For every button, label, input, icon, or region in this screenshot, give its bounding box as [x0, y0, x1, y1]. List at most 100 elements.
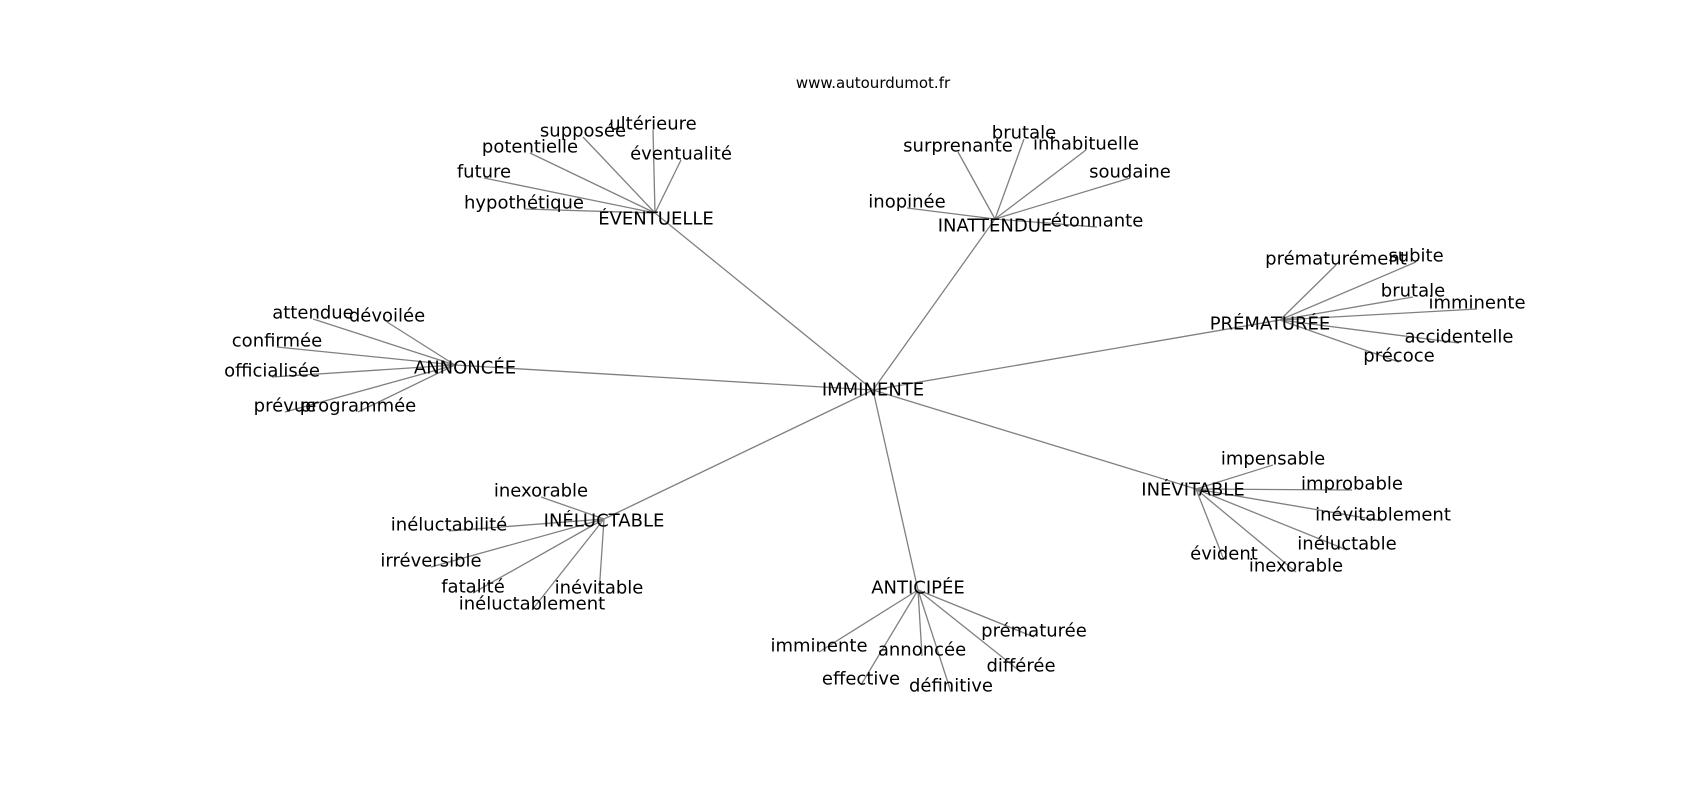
leaf-node[interactable]: imminente: [1428, 293, 1525, 314]
edge-cluster-leaf: [906, 207, 996, 220]
edge-cluster-leaf: [529, 152, 656, 214]
leaf-node[interactable]: accidentelle: [1405, 327, 1514, 348]
edge-cluster-leaf: [472, 518, 605, 594]
leaf-node[interactable]: inévitablement: [1315, 505, 1451, 526]
edge-cluster-leaf: [917, 589, 952, 693]
edge-cluster-leaf: [1195, 464, 1274, 490]
edge-cluster-leaf: [994, 149, 1087, 220]
leaf-node[interactable]: surprenante: [903, 136, 1013, 157]
edge-cluster-leaf: [540, 496, 605, 520]
leaf-node[interactable]: éventualité: [630, 144, 732, 165]
edge-cluster-leaf: [284, 364, 456, 413]
edge-cluster-leaf: [1195, 488, 1353, 491]
site-url[interactable]: www.autourdumot.fr: [796, 74, 951, 92]
leaf-node[interactable]: attendue: [272, 303, 354, 324]
graph-labels: www.autourdumot.fr IMMINENTE ÉVENTUELLE ul…: [224, 74, 1525, 697]
leaf-node[interactable]: subite: [1388, 246, 1443, 267]
edge-root-cluster: [603, 389, 874, 520]
edge-cluster-leaf: [483, 177, 656, 214]
leaf-node[interactable]: imminente: [770, 636, 867, 657]
leaf-node[interactable]: inopinée: [868, 192, 945, 213]
leaf-node[interactable]: inévitable: [555, 578, 644, 599]
cluster-node[interactable]: ANNONCÉE: [414, 357, 516, 379]
leaf-node[interactable]: effective: [822, 669, 900, 690]
edge-cluster-leaf: [1195, 488, 1225, 561]
leaf-node[interactable]: ultérieure: [609, 114, 697, 135]
edge-root-cluster: [872, 389, 919, 591]
edge-cluster-leaf: [523, 208, 656, 214]
edge-cluster-leaf: [276, 346, 456, 366]
leaf-node[interactable]: prématurément: [1265, 249, 1407, 270]
edge-cluster-leaf: [598, 518, 605, 595]
leaf-node[interactable]: inexorable: [1249, 556, 1343, 577]
leaf-node[interactable]: inhabituelle: [1033, 134, 1139, 155]
leaf-node[interactable]: inexorable: [494, 481, 588, 502]
edge-cluster-leaf: [582, 136, 656, 214]
edge-cluster-leaf: [1279, 296, 1414, 321]
leaf-node[interactable]: irréversible: [380, 551, 481, 572]
edge-cluster-leaf: [357, 364, 456, 413]
edge-cluster-leaf: [1195, 488, 1297, 573]
leaf-node[interactable]: hypothétique: [464, 193, 584, 214]
cluster-node[interactable]: INÉVITABLE: [1141, 479, 1244, 501]
leaf-node[interactable]: improbable: [1301, 474, 1403, 495]
leaf-node[interactable]: future: [457, 162, 511, 183]
edge-cluster-leaf: [994, 218, 1098, 228]
edge-root-cluster: [872, 389, 1197, 490]
edge-cluster-leaf: [1195, 488, 1348, 551]
edge-root-cluster: [872, 319, 1281, 391]
leaf-node[interactable]: étonnante: [1051, 211, 1144, 232]
leaf-node[interactable]: prévue: [254, 396, 317, 417]
edge-cluster-leaf: [994, 138, 1025, 220]
edge-cluster-leaf: [917, 589, 923, 657]
edge-cluster-leaf: [531, 518, 605, 611]
edge-root-cluster: [872, 218, 996, 391]
edge-cluster-leaf: [1279, 319, 1400, 363]
leaf-node[interactable]: brutale: [992, 123, 1056, 144]
edge-cluster-leaf: [386, 321, 456, 366]
cluster-node[interactable]: INATTENDUE: [938, 216, 1053, 237]
leaf-node[interactable]: annoncée: [878, 640, 966, 661]
edge-cluster-leaf: [1279, 308, 1478, 321]
leaf-node[interactable]: potentielle: [482, 137, 578, 158]
edge-cluster-leaf: [917, 589, 1035, 638]
edge-cluster-leaf: [430, 518, 605, 568]
edge-cluster-leaf: [1279, 261, 1417, 321]
cluster-node[interactable]: PRÉMATURÉE: [1210, 313, 1331, 335]
edge-cluster-leaf: [448, 518, 605, 532]
root-node[interactable]: IMMINENTE: [822, 380, 924, 401]
edge-root-cluster: [454, 364, 874, 391]
edge-root-cluster: [654, 212, 874, 391]
leaf-node[interactable]: officialisée: [224, 361, 320, 382]
leaf-node[interactable]: inéluctabilité: [391, 515, 507, 536]
edge-cluster-leaf: [312, 318, 456, 366]
leaf-node[interactable]: impensable: [1221, 449, 1325, 470]
edge-cluster-leaf: [994, 177, 1131, 220]
leaf-node[interactable]: évident: [1190, 544, 1258, 565]
leaf-node[interactable]: inéluctablement: [459, 594, 605, 615]
edge-cluster-leaf: [957, 151, 996, 220]
edge-cluster-leaf: [652, 129, 656, 214]
edge-cluster-leaf: [654, 159, 682, 214]
edge-cluster-leaf: [860, 589, 919, 686]
edge-cluster-leaf: [1195, 488, 1384, 522]
cluster-node[interactable]: ÉVENTUELLE: [598, 208, 714, 230]
leaf-node[interactable]: inéluctable: [1297, 534, 1396, 555]
leaf-node[interactable]: prématurée: [981, 621, 1087, 642]
leaf-node[interactable]: fatalité: [441, 577, 505, 598]
leaf-node[interactable]: soudaine: [1089, 162, 1171, 183]
leaf-node[interactable]: supposée: [540, 121, 626, 142]
cluster-node[interactable]: ANTICIPÉE: [871, 577, 965, 599]
edge-cluster-leaf: [917, 589, 1022, 673]
leaf-node[interactable]: précoce: [1363, 346, 1434, 367]
graph-edges: [271, 129, 1478, 693]
leaf-node[interactable]: confirmée: [232, 331, 322, 352]
edge-cluster-leaf: [1279, 319, 1460, 344]
leaf-node[interactable]: définitive: [909, 676, 993, 697]
leaf-node[interactable]: brutale: [1381, 281, 1445, 302]
leaf-node[interactable]: programmée: [300, 396, 417, 417]
cluster-node[interactable]: INÉLUCTABLE: [544, 510, 665, 532]
leaf-node[interactable]: dévoilée: [349, 306, 425, 327]
leaf-node[interactable]: différée: [986, 656, 1055, 677]
